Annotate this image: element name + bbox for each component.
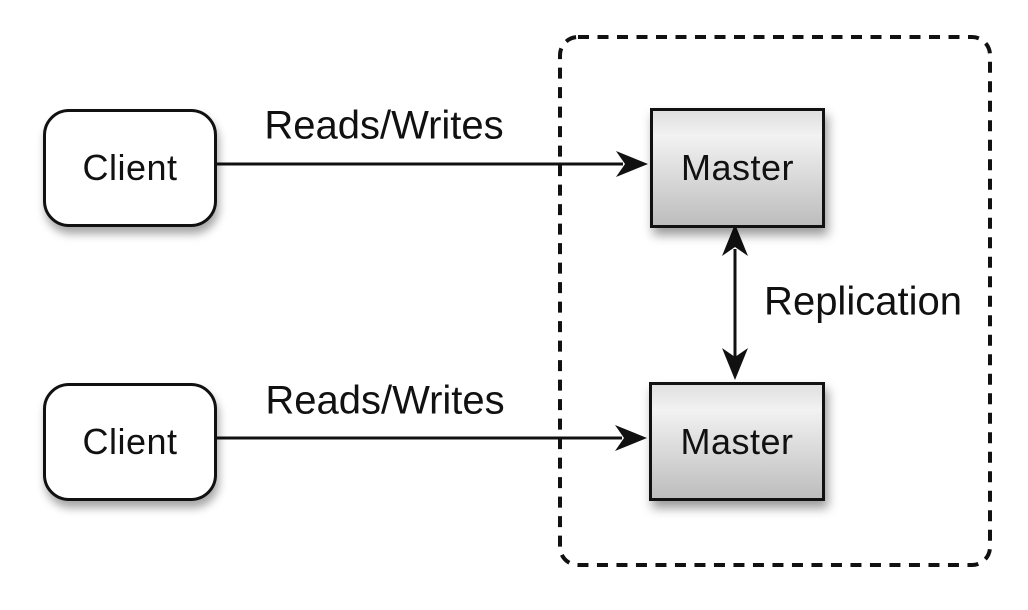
node-client-bottom: Client [43, 383, 217, 501]
node-client-top-label: Client [82, 147, 178, 188]
node-client-bottom-label: Client [82, 421, 178, 462]
node-master-top: Master [650, 108, 825, 228]
replication-double-arrow [722, 224, 748, 380]
edge-label-reads-writes-bottom: Reads/Writes [265, 378, 505, 423]
arrowhead-right-icon [615, 425, 647, 451]
node-master-bottom-label: Master [680, 420, 794, 462]
reads-writes-arrow-bottom [212, 425, 647, 451]
node-master-bottom: Master [649, 382, 825, 501]
arrowhead-right-icon [616, 151, 648, 177]
arrowhead-up-icon [722, 224, 748, 256]
node-client-top: Client [43, 109, 217, 227]
edge-label-reads-writes-top: Reads/Writes [264, 103, 504, 148]
edge-label-replication: Replication [764, 279, 962, 324]
reads-writes-arrow-top [212, 151, 648, 177]
node-master-top-label: Master [680, 147, 795, 188]
masters-group-dashed-border [558, 35, 992, 567]
arrowhead-down-icon [722, 348, 748, 380]
